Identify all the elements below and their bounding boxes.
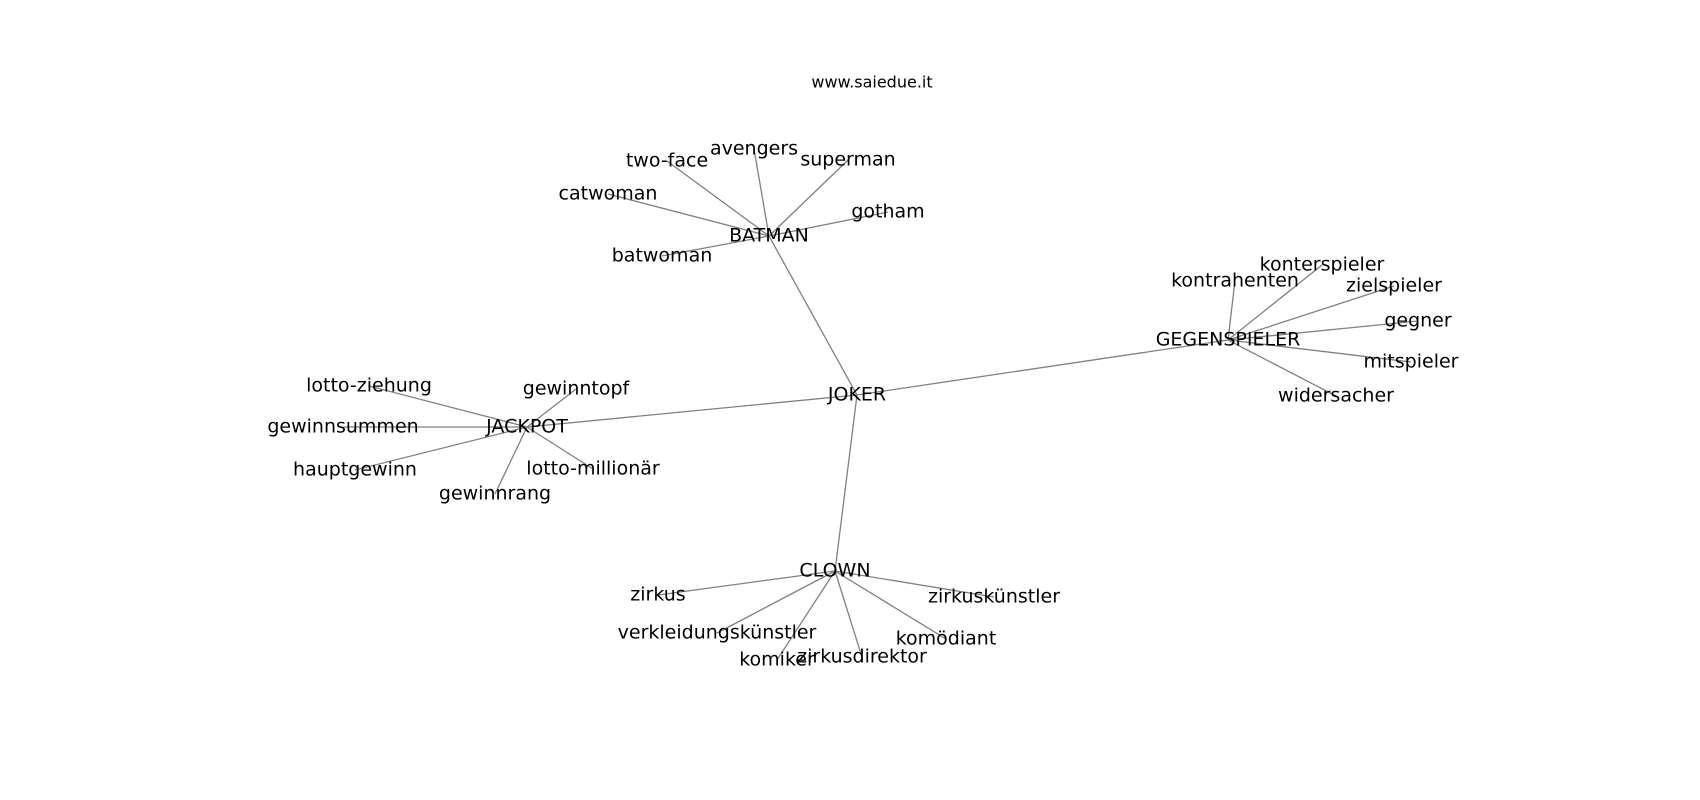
node-kontrahenten: kontrahenten — [1171, 269, 1299, 292]
node-catwoman: catwoman — [558, 182, 658, 205]
edge-joker-batman — [768, 235, 858, 396]
node-lotto-ziehung: lotto-ziehung — [306, 374, 432, 397]
node-gegenspieler: GEGENSPIELER — [1155, 328, 1301, 351]
node-komodiant: komödiant — [895, 627, 997, 650]
node-batwoman: batwoman — [611, 244, 713, 267]
edge-clown-komodiant — [834, 570, 947, 640]
node-superman: superman — [800, 148, 896, 171]
node-gegner: gegner — [1384, 309, 1452, 332]
edge-jackpot-gewinntopf — [526, 388, 577, 428]
node-jackpot: JACKPOT — [486, 415, 568, 438]
node-zirkuskunstler: zirkuskünstler — [927, 585, 1061, 608]
edge-joker-clown — [834, 394, 858, 572]
node-zirkusdirektor: zirkusdirektor — [797, 645, 927, 668]
node-avengers: avengers — [709, 137, 799, 160]
node-verkleidungskunstler: verkleidungskünstler — [617, 621, 817, 644]
edge-jackpot-gewinnrang — [494, 426, 528, 495]
edge-batman-batwoman — [661, 235, 770, 257]
edge-gegenspieler-konterspieler — [1227, 264, 1323, 341]
edge-batman-superman — [768, 159, 849, 237]
edge-gegenspieler-gegner — [1227, 320, 1419, 341]
node-hauptgewinn: hauptgewinn — [293, 458, 417, 481]
edge-gegenspieler-mitspieler — [1227, 339, 1412, 363]
node-mitspieler: mitspieler — [1363, 350, 1459, 373]
node-konterspieler: konterspieler — [1259, 253, 1385, 276]
node-zirkus: zirkus — [630, 583, 686, 606]
node-gotham: gotham — [851, 200, 925, 223]
edge-gegenspieler-zielspieler — [1227, 285, 1395, 341]
edge-gegenspieler-kontrahenten — [1227, 280, 1236, 341]
edge-jackpot-lotto-ziehung — [368, 385, 528, 428]
node-clown: CLOWN — [799, 559, 871, 582]
edge-jackpot-hauptgewinn — [354, 426, 528, 471]
edge-clown-verkleidungskunstler — [716, 570, 836, 634]
node-lotto-millionar: lotto-millionär — [526, 457, 660, 480]
edge-clown-zirkusdirektor — [834, 570, 863, 658]
edge-clown-komiker — [776, 570, 836, 661]
edge-batman-avengers — [753, 148, 770, 237]
edge-batman-two-face — [666, 160, 770, 237]
node-gewinntopf: gewinntopf — [522, 377, 630, 400]
edge-clown-zirkuskunstler — [834, 570, 995, 598]
edge-jackpot-lotto-millionar — [526, 426, 594, 470]
edge-joker-jackpot — [526, 394, 858, 428]
node-komiker: komiker — [739, 648, 815, 671]
node-widersacher: widersacher — [1278, 384, 1394, 407]
edge-clown-zirkus — [657, 570, 836, 596]
node-gewinnrang: gewinnrang — [438, 482, 552, 505]
edge-batman-gotham — [768, 211, 889, 237]
node-gewinnsummen: gewinnsummen — [267, 415, 419, 438]
node-two-face: two-face — [625, 149, 709, 172]
node-zielspieler: zielspieler — [1346, 274, 1442, 297]
node-batman: BATMAN — [729, 224, 809, 247]
edge-batman-catwoman — [607, 193, 770, 237]
node-joker: JOKER — [827, 383, 887, 406]
edge-joker-gegenspieler — [856, 339, 1229, 396]
site-title: www.saiedue.it — [811, 72, 933, 92]
edge-gegenspieler-widersacher — [1227, 339, 1337, 397]
